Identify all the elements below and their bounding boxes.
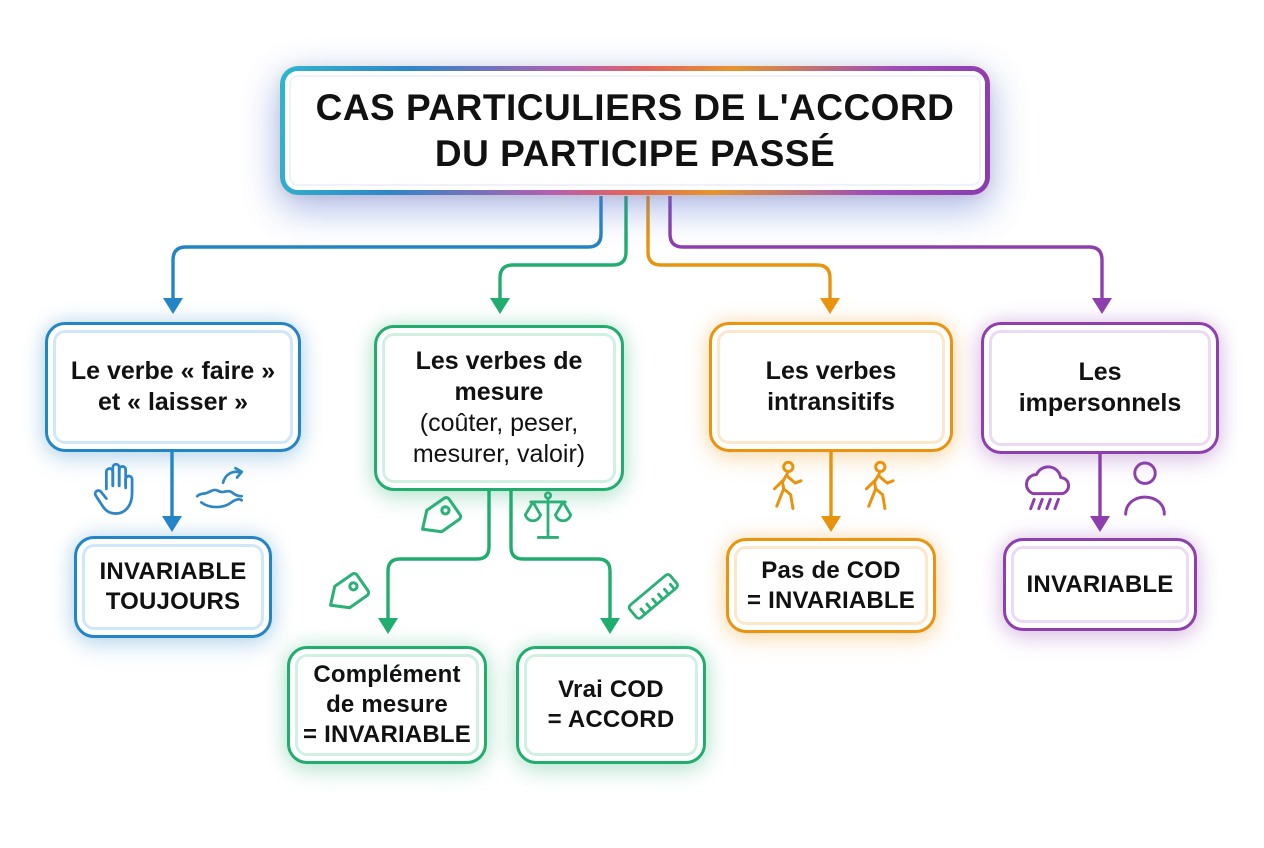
complement-mesure-line-3: = INVARIABLE — [303, 720, 471, 748]
complement-mesure-box: Complément de mesure = INVARIABLE — [287, 646, 487, 764]
impersonnels-line-2: impersonnels — [1018, 389, 1182, 417]
invariable-toujours-line-2: TOUJOURS — [105, 588, 241, 615]
complement-mesure-line-2: de mesure — [326, 691, 448, 719]
invariable-toujours-box: INVARIABLE TOUJOURS — [74, 536, 272, 638]
arrowhead-orange-top — [820, 298, 840, 314]
connector-orange-top — [646, 196, 832, 300]
balance-scale-icon — [520, 488, 576, 546]
verbes-intransitifs-line-2: intransitifs — [767, 388, 895, 416]
verbes-mesure-box: Les verbes de mesure (coûter, peser, mes… — [374, 325, 624, 491]
price-tag-icon — [322, 566, 374, 620]
invariable-line-1: INVARIABLE — [1026, 570, 1174, 598]
arrowhead-purple-mid — [1090, 516, 1110, 532]
vrai-cod-box: Vrai COD = ACCORD — [516, 646, 706, 764]
page-title-line-2: DU PARTICIPE PASSÉ — [434, 132, 836, 174]
connector-purple-top — [668, 196, 1104, 300]
verbes-mesure-detail-line-2: mesurer, valoir) — [412, 440, 586, 468]
walking-person-icon — [764, 460, 808, 520]
arrowhead-blue-top — [163, 298, 183, 314]
verbes-intransitifs-line-1: Les verbes — [765, 357, 897, 385]
impersonnels-line-1: Les — [1078, 358, 1122, 386]
arrowhead-blue-mid — [162, 516, 182, 532]
pas-de-cod-box: Pas de COD = INVARIABLE — [726, 538, 936, 633]
verbes-mesure-bold-line-2: mesure — [454, 378, 544, 406]
price-tag-icon — [414, 490, 466, 544]
verbes-mesure-detail-line-1: (coûter, peser, — [419, 409, 579, 437]
invariable-box: INVARIABLE — [1003, 538, 1197, 631]
arrowhead-green-top — [490, 298, 510, 314]
verbes-mesure-bold-line-1: Les verbes de — [415, 347, 583, 375]
arrowhead-green-right — [600, 618, 620, 634]
vrai-cod-line-2: = ACCORD — [547, 706, 675, 733]
raised-hand-icon — [90, 460, 142, 520]
impersonnels-box: Les impersonnels — [981, 322, 1219, 454]
faire-laisser-text-line-1: Le verbe « faire » — [70, 357, 276, 385]
arrowhead-green-left — [378, 618, 398, 634]
page-title-line-1: CAS PARTICULIERS DE L'ACCORD — [315, 86, 955, 128]
arrowhead-purple-top — [1092, 298, 1112, 314]
title-box: CAS PARTICULIERS DE L'ACCORD DU PARTICIP… — [280, 66, 990, 195]
arrowhead-orange-mid — [821, 516, 841, 532]
title-box-inner: CAS PARTICULIERS DE L'ACCORD DU PARTICIP… — [285, 71, 985, 190]
invariable-toujours-line-1: INVARIABLE — [99, 558, 247, 586]
release-hand-icon — [192, 466, 250, 516]
vrai-cod-line-1: Vrai COD — [558, 676, 664, 704]
connector-blue-top — [171, 196, 603, 300]
ruler-icon — [622, 562, 684, 630]
faire-laisser-box: Le verbe « faire » et « laisser » — [45, 322, 301, 452]
faire-laisser-text-line-2: et « laisser » — [97, 388, 249, 416]
pas-de-cod-line-2: = INVARIABLE — [747, 586, 915, 614]
complement-mesure-line-1: Complément — [313, 661, 461, 689]
person-icon — [1120, 458, 1170, 518]
connector-green-top — [498, 196, 628, 300]
walking-person-icon — [856, 460, 900, 520]
verbes-intransitifs-box: Les verbes intransitifs — [709, 322, 953, 452]
rain-cloud-icon — [1018, 462, 1078, 516]
pas-de-cod-line-1: Pas de COD — [761, 556, 901, 584]
